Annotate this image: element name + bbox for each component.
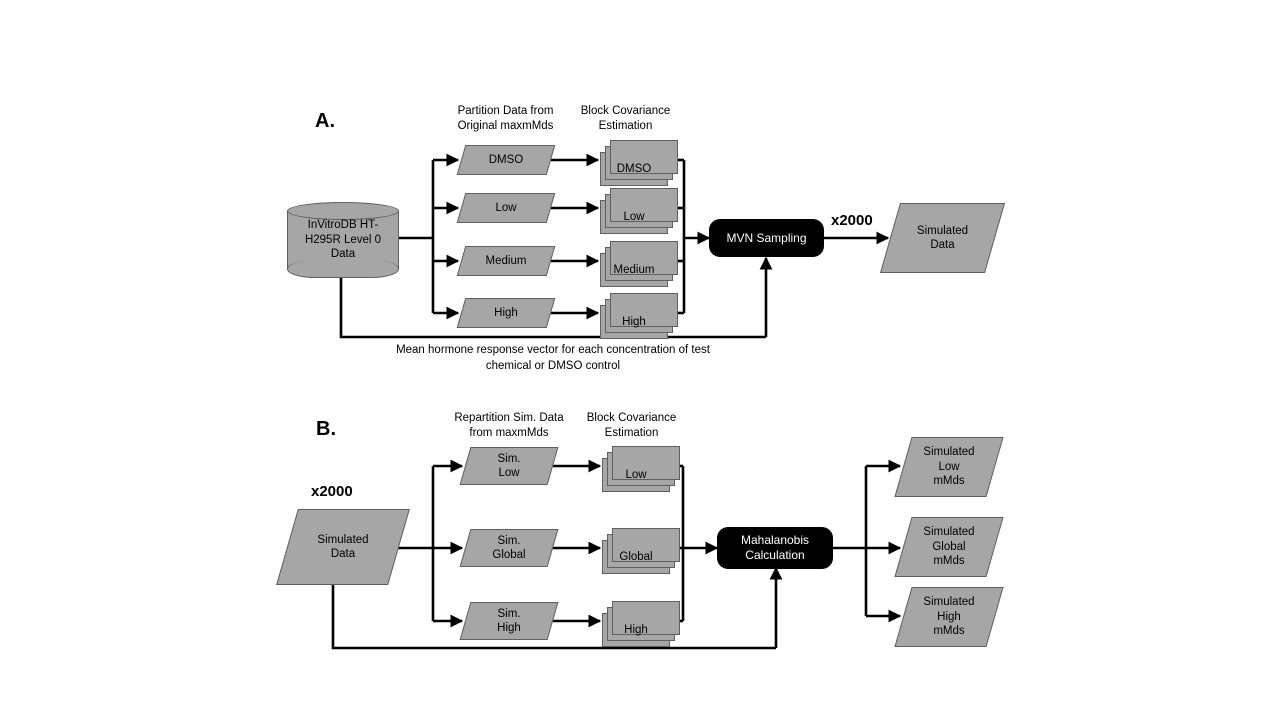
panel-b-process-mahalanobis-calculation[interactable]: Mahalanobis Calculation bbox=[717, 527, 833, 569]
panel-b-covariance-stack-low[interactable]: Low bbox=[602, 446, 680, 492]
parallelogram-face bbox=[456, 145, 556, 175]
cylinder-top-cap bbox=[287, 202, 399, 220]
stack-sheet-back bbox=[612, 601, 680, 635]
parallelogram-face bbox=[456, 298, 556, 328]
parallelogram-face bbox=[456, 246, 556, 276]
panelA-partition-to-stack bbox=[551, 153, 600, 320]
panelB-feedback-line bbox=[331, 583, 776, 650]
panel-a-letter: A. bbox=[315, 110, 335, 132]
panelB-fanout bbox=[398, 466, 435, 621]
panelB-output-fanout bbox=[833, 466, 868, 616]
panel-b-output-simulated-high-mmds[interactable]: Simulated High mMds bbox=[894, 587, 1004, 647]
panel-b-output-simulated-global-mmds[interactable]: Simulated Global mMds bbox=[894, 517, 1004, 577]
parallelogram-face bbox=[459, 529, 559, 567]
panel-a-caption: Mean hormone response vector for each co… bbox=[396, 344, 710, 372]
panel-b-column-header-repartition: Repartition Sim. Data from maxmMds bbox=[454, 412, 564, 439]
panel-a-partition-low[interactable]: Low bbox=[456, 193, 556, 223]
panel-a-multiplier: x2000 bbox=[831, 212, 873, 229]
stack-sheet-back bbox=[610, 241, 678, 275]
panel-a-covariance-stack-medium[interactable]: Medium bbox=[600, 241, 678, 287]
panel-a-covariance-stack-dmso[interactable]: DMSO bbox=[600, 140, 678, 186]
panel-a-partition-high[interactable]: High bbox=[456, 298, 556, 328]
parallelogram-face bbox=[894, 587, 1004, 647]
panel-a-output-simulated-data[interactable]: Simulated Data bbox=[879, 203, 1006, 273]
panel-b-process-label: Mahalanobis Calculation bbox=[740, 533, 810, 562]
panel-a-partition-dmso[interactable]: DMSO bbox=[456, 145, 556, 175]
panelB-output-arrows bbox=[866, 459, 902, 623]
panel-b-letter: B. bbox=[316, 418, 336, 440]
stack-sheet-back bbox=[612, 446, 680, 480]
parallelogram-face bbox=[459, 447, 559, 485]
parallelogram-face bbox=[459, 602, 559, 640]
panel-a-column-header-covariance: Block Covariance Estimation bbox=[580, 105, 671, 132]
parallelogram-face bbox=[894, 437, 1004, 497]
stack-sheet-back bbox=[610, 140, 678, 174]
panel-a-covariance-stack-high[interactable]: High bbox=[600, 293, 678, 339]
panel-a-partition-medium[interactable]: Medium bbox=[456, 246, 556, 276]
stack-sheet-back bbox=[610, 188, 678, 222]
panel-a-process-label: MVN Sampling bbox=[726, 230, 807, 245]
panel-b-covariance-stack-global[interactable]: Global bbox=[602, 528, 680, 574]
panel-a-process-mvn-sampling[interactable]: MVN Sampling bbox=[709, 219, 824, 257]
panel-b-partition-sim-low[interactable]: Sim. Low bbox=[459, 447, 559, 485]
panel-a-covariance-stack-low[interactable]: Low bbox=[600, 188, 678, 234]
parallelogram-face bbox=[456, 193, 556, 223]
parallelogram-face bbox=[276, 509, 410, 585]
panelA-feedback-line bbox=[339, 274, 766, 339]
panel-b-partition-sim-global[interactable]: Sim. Global bbox=[459, 529, 559, 567]
panel-a-source-database[interactable]: InVitroDB HT- H295R Level 0 Data bbox=[287, 202, 399, 278]
panelA-collector bbox=[668, 158, 686, 315]
panelB-partition-to-stack bbox=[553, 459, 602, 628]
panelA-fanout-arrows bbox=[433, 153, 460, 320]
parallelogram-face bbox=[879, 203, 1006, 273]
parallelogram-face bbox=[894, 517, 1004, 577]
panelA-fanout bbox=[399, 160, 435, 313]
panel-a-column-header-partition: Partition Data from Original maxmMds bbox=[457, 105, 554, 132]
panel-b-source-simulated-data[interactable]: Simulated Data bbox=[276, 509, 410, 585]
panel-b-partition-sim-high[interactable]: Sim. High bbox=[459, 602, 559, 640]
panel-b-output-simulated-low-mmds[interactable]: Simulated Low mMds bbox=[894, 437, 1004, 497]
panel-b-column-header-covariance: Block Covariance Estimation bbox=[586, 412, 677, 439]
stack-sheet-back bbox=[612, 528, 680, 562]
stack-sheet-back bbox=[610, 293, 678, 327]
panelB-fanout-arrows bbox=[433, 459, 464, 628]
cylinder-bottom-cap bbox=[287, 260, 399, 278]
panel-b-covariance-stack-high[interactable]: High bbox=[602, 601, 680, 647]
panel-b-multiplier: x2000 bbox=[311, 483, 353, 500]
